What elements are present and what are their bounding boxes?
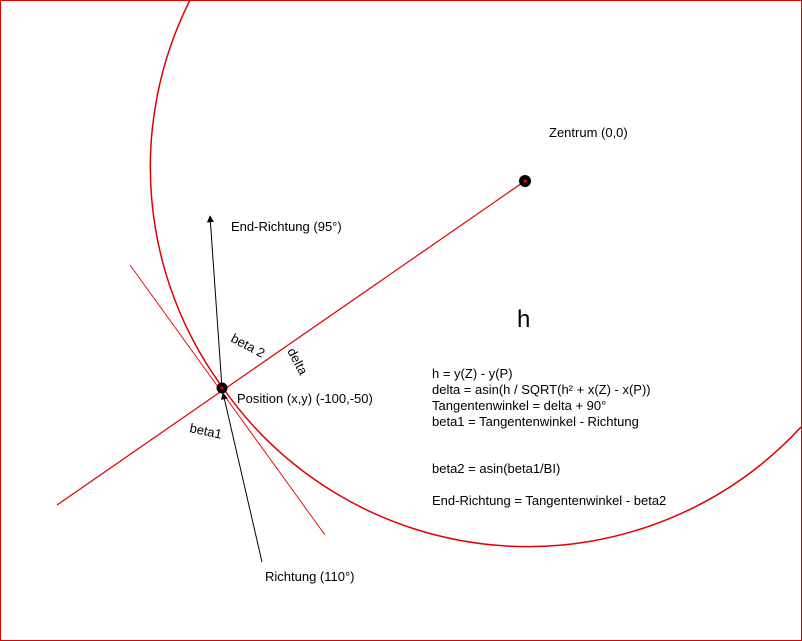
- formula-line-3: Tangentenwinkel = delta + 90°: [432, 398, 606, 413]
- formula-line-6: End-Richtung = Tangentenwinkel - beta2: [432, 493, 666, 508]
- circle-arc: [149, 1, 801, 548]
- end-direction-arrow: [206, 215, 223, 389]
- tangent-line: [129, 264, 326, 536]
- formula-line-1: h = y(Z) - y(P): [432, 366, 513, 381]
- formula-line-2: delta = asin(h / SQRT(h² + x(Z) - x(P)): [432, 382, 651, 397]
- beta2-label: beta 2: [229, 330, 268, 360]
- beta1-label: beta1: [188, 420, 223, 441]
- direction-label: Richtung (110°): [265, 569, 355, 584]
- center-point-core: [523, 179, 527, 183]
- direction-arrow: [221, 392, 263, 563]
- formula-line-5: beta2 = asin(beta1/BI): [432, 461, 560, 476]
- end-direction-label: End-Richtung (95°): [231, 219, 342, 234]
- position-point-core: [220, 386, 224, 390]
- radius-line: [56, 180, 526, 506]
- position-label: Position (x,y) (-100,-50): [237, 391, 373, 406]
- center-label: Zentrum (0,0): [549, 125, 628, 140]
- delta-label: delta: [284, 345, 311, 378]
- h-label: h: [517, 306, 530, 333]
- formula-line-4: beta1 = Tangentenwinkel - Richtung: [432, 414, 639, 429]
